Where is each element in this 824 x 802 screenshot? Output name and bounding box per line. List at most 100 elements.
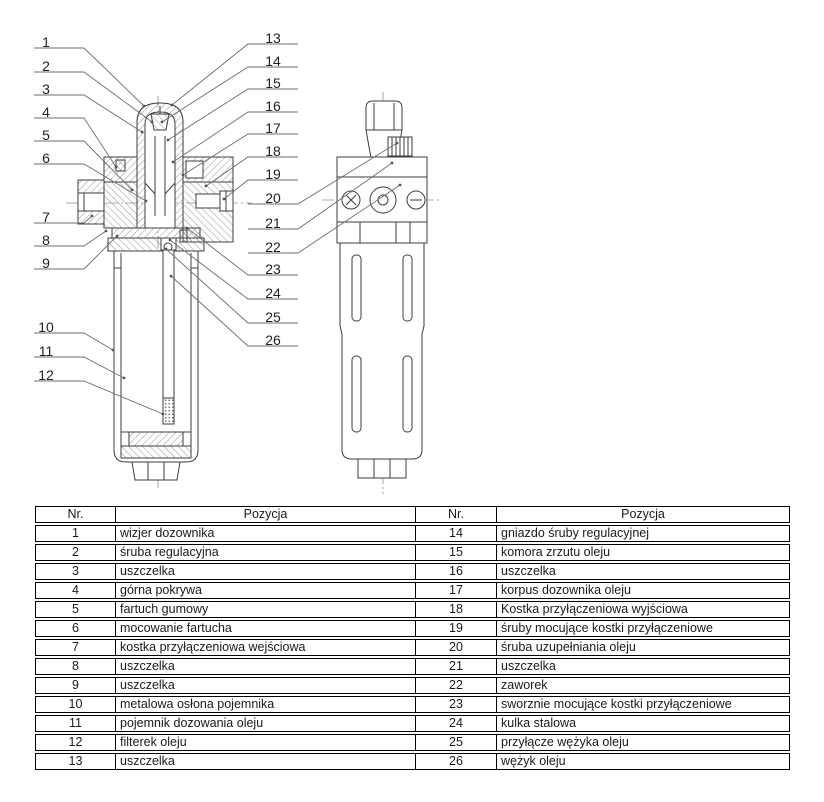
table-header-row: Nr. Pozycja Nr. Pozycja bbox=[35, 506, 790, 523]
part-number: 3 bbox=[36, 564, 116, 579]
part-number: 15 bbox=[416, 545, 497, 560]
part-name: zaworek bbox=[501, 678, 548, 692]
parts-table: Nr. Pozycja Nr. Pozycja 1 wizjer dozowni… bbox=[35, 506, 790, 772]
part-name: uszczelka bbox=[501, 659, 556, 673]
col-header-nr-left: Nr. bbox=[36, 507, 116, 522]
table-row: 3 uszczelka 16 uszczelka bbox=[35, 563, 790, 580]
part-number: 14 bbox=[416, 526, 497, 541]
part-name: uszczelka bbox=[116, 564, 416, 579]
part-name: sworznie mocujące kostki przyłączeniowe bbox=[501, 697, 732, 711]
callout-numbers: 1 2 3 4 5 6 7 8 9 10 11 12 13 14 15 16 1… bbox=[38, 30, 281, 383]
part-number: 18 bbox=[416, 602, 497, 617]
callout-number: 25 bbox=[265, 309, 281, 325]
callout-number: 18 bbox=[265, 143, 281, 159]
callout-number: 21 bbox=[265, 215, 281, 231]
part-name: uszczelka bbox=[501, 564, 556, 578]
callout-number: 12 bbox=[38, 367, 54, 383]
callout-number: 22 bbox=[265, 239, 281, 255]
table-row: 8 uszczelka 21 uszczelka bbox=[35, 658, 790, 675]
part-name: filterek oleju bbox=[116, 735, 416, 750]
part-name: śruby mocujące kostki przyłączeniowe bbox=[501, 621, 713, 635]
callout-number: 15 bbox=[265, 75, 281, 91]
callout-number: 23 bbox=[265, 261, 281, 277]
callout-number: 1 bbox=[42, 34, 50, 50]
table-row: 6 mocowanie fartucha 19 śruby mocujące k… bbox=[35, 620, 790, 637]
part-name: uszczelka bbox=[116, 659, 416, 674]
lubricator-diagram: 1 2 3 4 5 6 7 8 9 10 11 12 13 14 15 16 1… bbox=[34, 30, 440, 494]
part-number: 9 bbox=[36, 678, 116, 693]
part-name: uszczelka bbox=[116, 678, 416, 693]
part-number: 19 bbox=[416, 621, 497, 636]
part-number: 24 bbox=[416, 716, 497, 731]
callout-number: 9 bbox=[42, 255, 50, 271]
part-number: 16 bbox=[416, 564, 497, 579]
part-name: górna pokrywa bbox=[116, 583, 416, 598]
callout-number: 8 bbox=[42, 232, 50, 248]
part-number: 21 bbox=[416, 659, 497, 674]
part-name: kulka stalowa bbox=[501, 716, 577, 730]
part-number: 2 bbox=[36, 545, 116, 560]
col-header-pozycja-left: Pozycja bbox=[116, 507, 416, 522]
part-number: 13 bbox=[36, 754, 116, 769]
part-number: 10 bbox=[36, 697, 116, 712]
callout-number: 6 bbox=[42, 150, 50, 166]
part-name: korpus dozownika oleju bbox=[501, 583, 631, 597]
table-row: 5 fartuch gumowy 18 Kostka przyłączeniow… bbox=[35, 601, 790, 618]
table-row: 9 uszczelka 22 zaworek bbox=[35, 677, 790, 694]
callout-number: 26 bbox=[265, 332, 281, 348]
part-number: 4 bbox=[36, 583, 116, 598]
part-number: 1 bbox=[36, 526, 116, 541]
callout-number: 13 bbox=[265, 30, 281, 46]
part-number: 5 bbox=[36, 602, 116, 617]
table-row: 13 uszczelka 26 wężyk oleju bbox=[35, 753, 790, 770]
part-number: 6 bbox=[36, 621, 116, 636]
external-view bbox=[322, 92, 440, 494]
callout-number: 7 bbox=[42, 209, 50, 225]
col-header-pozycja-right: Pozycja bbox=[621, 507, 665, 521]
callout-leaders bbox=[34, 43, 402, 416]
callout-number: 4 bbox=[42, 104, 50, 120]
part-name: gniazdo śruby regulacyjnej bbox=[501, 526, 650, 540]
callout-number: 19 bbox=[265, 166, 281, 182]
table-row: 11 pojemnik dozowania oleju 24 kulka sta… bbox=[35, 715, 790, 732]
part-name: kostka przyłączeniowa wejściowa bbox=[116, 640, 416, 655]
table-row: 2 śruba regulacyjna 15 komora zrzutu ole… bbox=[35, 544, 790, 561]
callout-number: 20 bbox=[265, 190, 281, 206]
cross-section-view bbox=[66, 96, 252, 490]
part-number: 17 bbox=[416, 583, 497, 598]
table-row: 1 wizjer dozownika 14 gniazdo śruby regu… bbox=[35, 525, 790, 542]
col-header-nr-right: Nr. bbox=[416, 507, 497, 522]
part-name: śruba uzupełniania oleju bbox=[501, 640, 636, 654]
part-name: komora zrzutu oleju bbox=[501, 545, 611, 559]
part-number: 26 bbox=[416, 754, 497, 769]
part-number: 23 bbox=[416, 697, 497, 712]
table-row: 10 metalowa osłona pojemnika 23 sworznie… bbox=[35, 696, 790, 713]
table-row: 7 kostka przyłączeniowa wejściowa 20 śru… bbox=[35, 639, 790, 656]
part-name: wężyk oleju bbox=[501, 754, 566, 768]
part-name: Kostka przyłączeniowa wyjściowa bbox=[501, 602, 688, 616]
callout-number: 24 bbox=[265, 285, 281, 301]
callout-number: 17 bbox=[265, 120, 281, 136]
callout-number: 16 bbox=[265, 98, 281, 114]
table-row: 4 górna pokrywa 17 korpus dozownika olej… bbox=[35, 582, 790, 599]
part-number: 12 bbox=[36, 735, 116, 750]
part-name: przyłącze wężyka oleju bbox=[501, 735, 629, 749]
part-number: 7 bbox=[36, 640, 116, 655]
part-name: fartuch gumowy bbox=[116, 602, 416, 617]
part-name: pojemnik dozowania oleju bbox=[116, 716, 416, 731]
part-name: wizjer dozownika bbox=[116, 526, 416, 541]
part-name: uszczelka bbox=[116, 754, 416, 769]
callout-number: 5 bbox=[42, 127, 50, 143]
part-number: 11 bbox=[36, 716, 116, 731]
table-row: 12 filterek oleju 25 przyłącze wężyka ol… bbox=[35, 734, 790, 751]
callout-number: 2 bbox=[42, 58, 50, 74]
part-number: 22 bbox=[416, 678, 497, 693]
callout-number: 14 bbox=[265, 53, 281, 69]
callout-number: 11 bbox=[39, 343, 54, 359]
part-number: 25 bbox=[416, 735, 497, 750]
part-name: metalowa osłona pojemnika bbox=[116, 697, 416, 712]
part-number: 8 bbox=[36, 659, 116, 674]
part-name: mocowanie fartucha bbox=[116, 621, 416, 636]
callout-number: 3 bbox=[42, 81, 50, 97]
